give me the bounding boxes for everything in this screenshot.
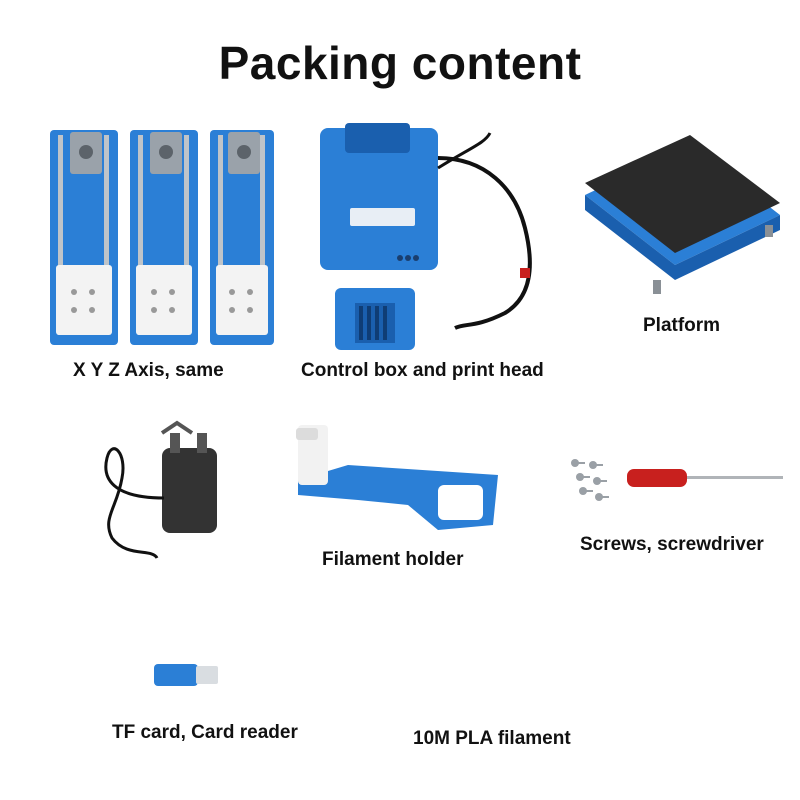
axis-modules-label: X Y Z Axis, same: [73, 360, 224, 381]
platform-image: [575, 135, 790, 300]
power-adapter-image: [92, 418, 232, 578]
axis-modules-image: [40, 120, 280, 350]
filament-holder-label: Filament holder: [322, 549, 464, 570]
platform-label: Platform: [643, 315, 721, 336]
control-box-label: Control box and print head: [301, 360, 544, 381]
filament-holder-image: [288, 420, 508, 540]
page-title: Packing content: [218, 37, 582, 89]
card-reader-label: TF card, Card reader: [112, 722, 298, 743]
card-reader-image: [152, 660, 222, 690]
screwdriver-label: Screws, screwdriver: [580, 534, 764, 555]
screwdriver-image: [565, 455, 790, 515]
filament-label: 10M PLA filament: [413, 728, 571, 749]
control-box-image: [315, 118, 545, 358]
